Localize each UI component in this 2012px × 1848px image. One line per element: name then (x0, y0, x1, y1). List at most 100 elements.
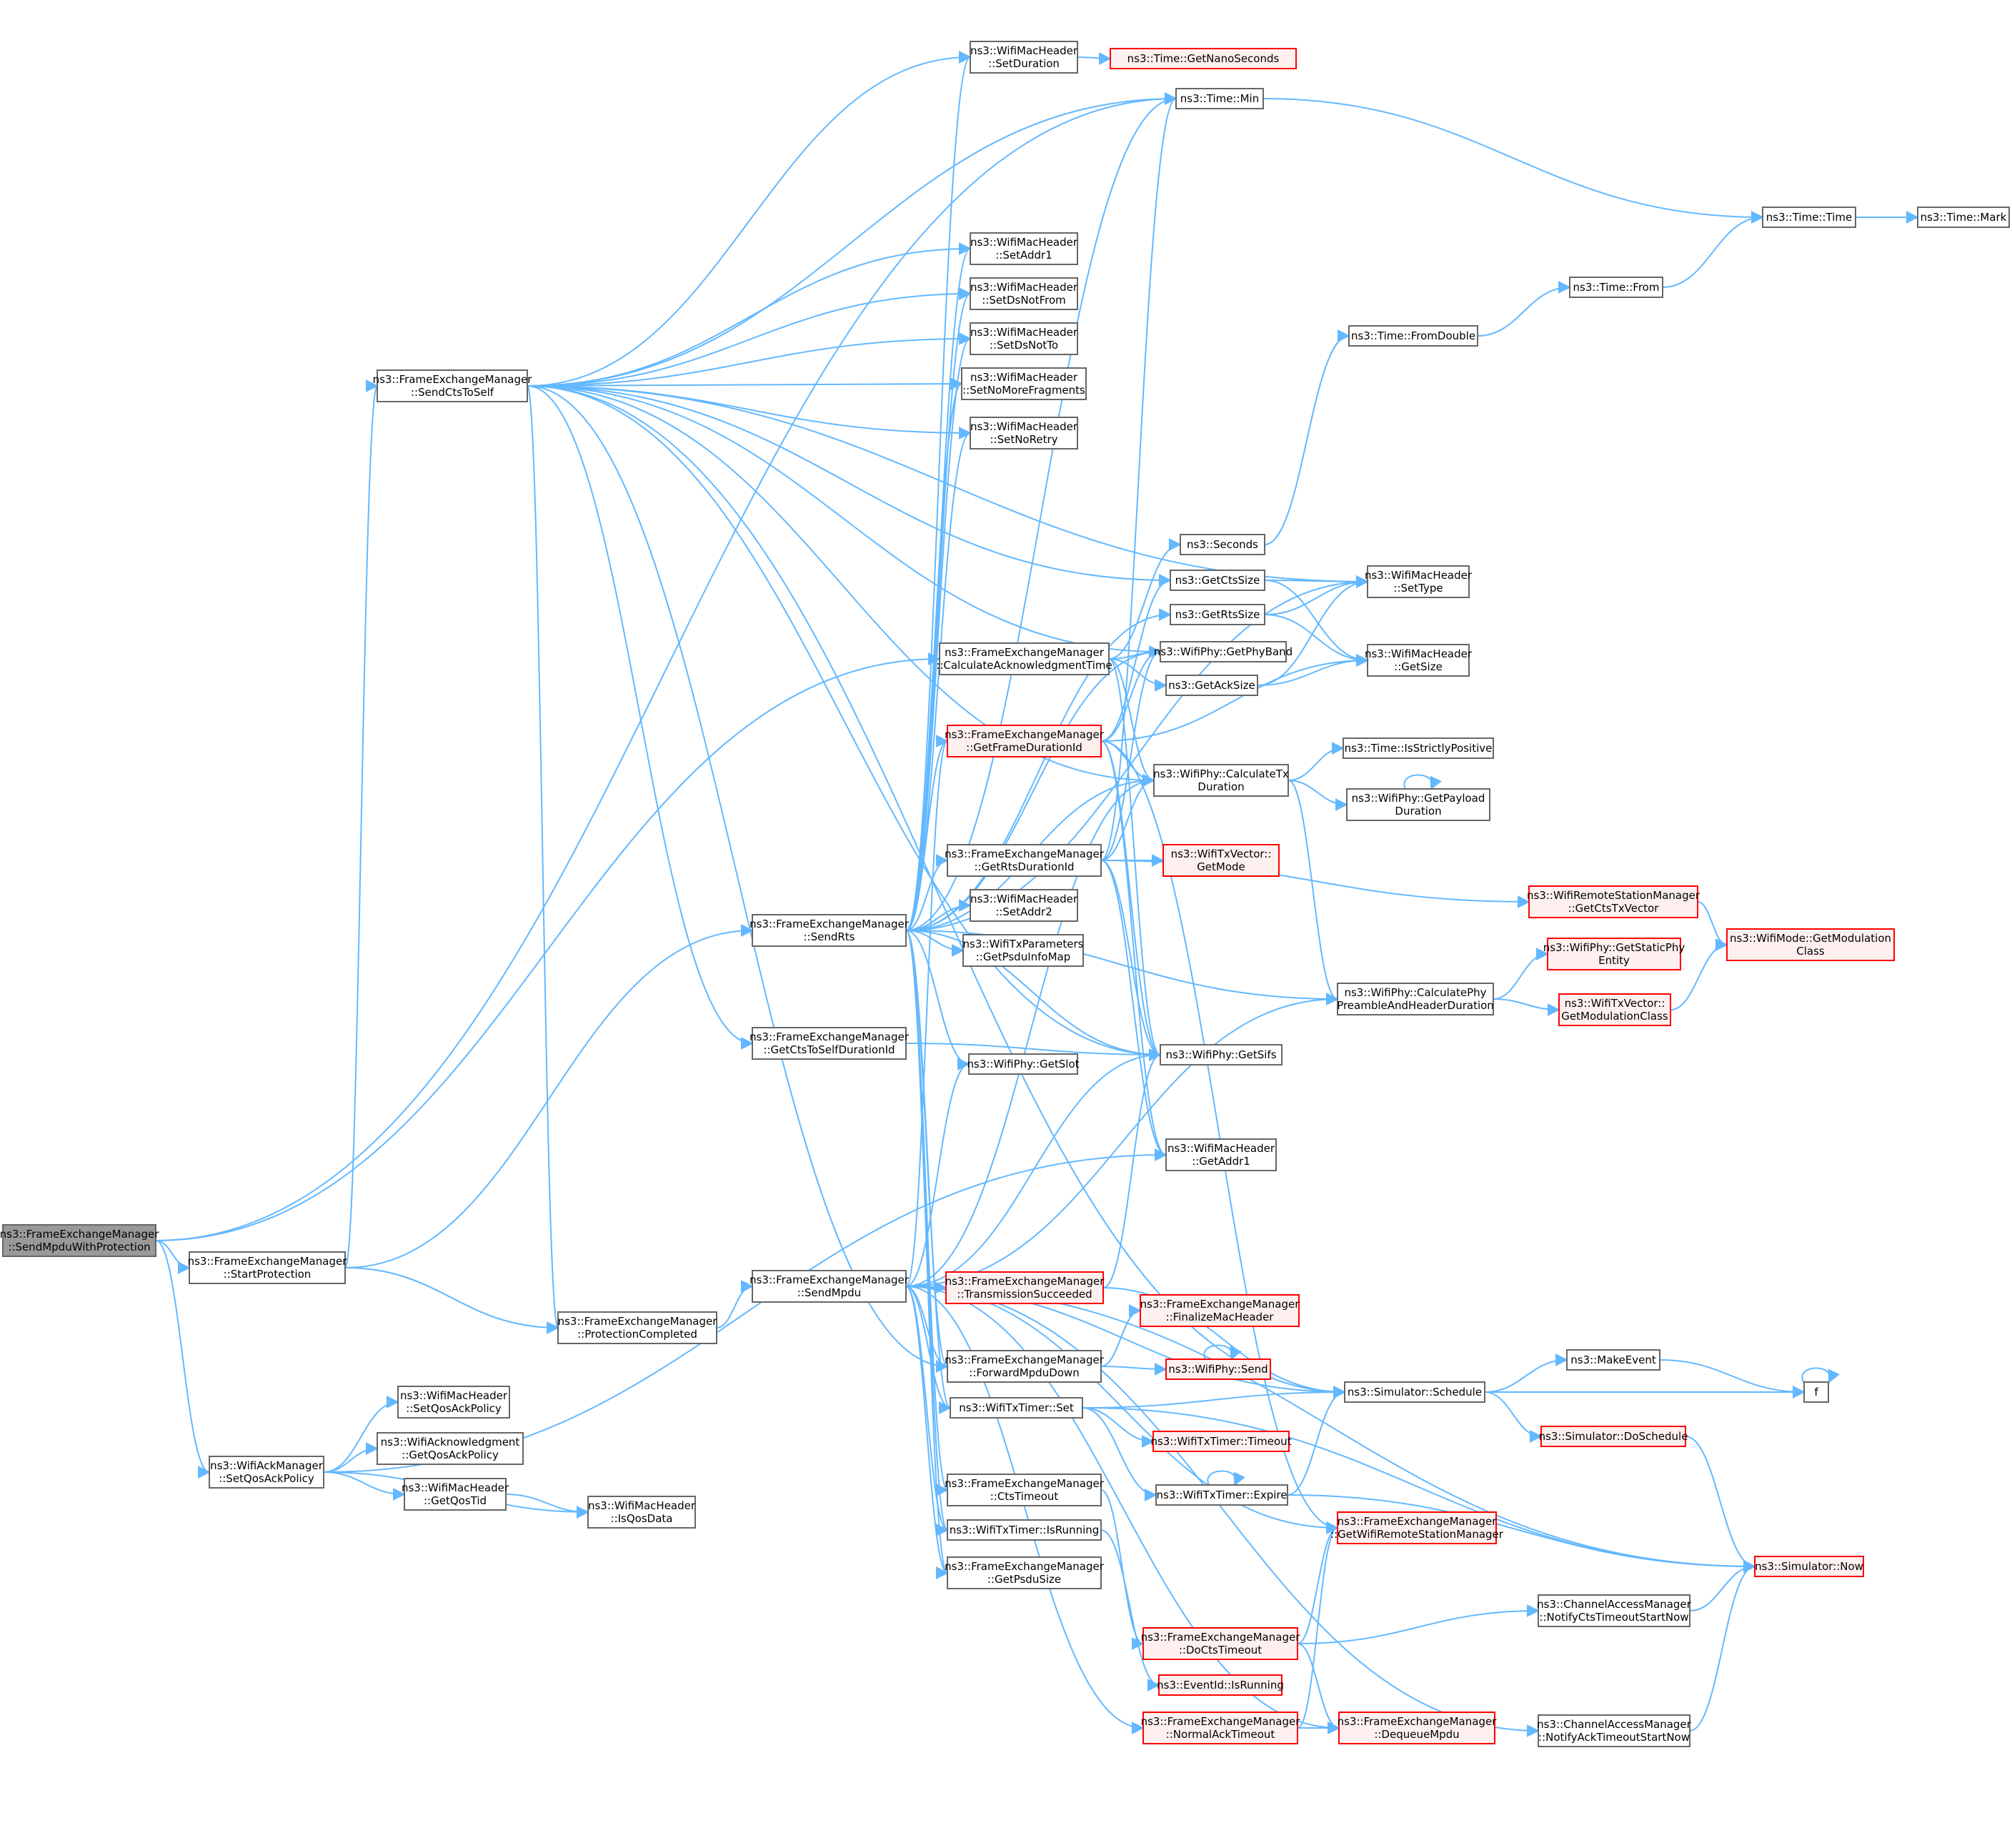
node-setduration[interactable]: ns3::WifiMacHeader::SetDuration (970, 41, 1078, 74)
node-calcpreamble[interactable]: ns3::WifiPhy::CalculatePhyPreambleAndHea… (1337, 983, 1494, 1015)
node-box-setduration[interactable] (970, 41, 1078, 74)
node-transsucc[interactable]: ns3::FrameExchangeManager::TransmissionS… (945, 1271, 1105, 1304)
node-txtimerexpire[interactable]: ns3::WifiTxTimer::Expire (1155, 1484, 1288, 1506)
node-box-seconds[interactable] (1180, 534, 1265, 555)
node-setdsnotto[interactable]: ns3::WifiMacHeader::SetDsNotTo (970, 322, 1078, 355)
node-box-notifyack[interactable] (1538, 1714, 1690, 1747)
node-box-fromdouble[interactable] (1348, 325, 1478, 347)
node-getslot[interactable]: ns3::WifiPhy::GetSlot (967, 1053, 1080, 1075)
node-box-startprot[interactable] (189, 1251, 346, 1284)
node-setdsnotfrom[interactable]: ns3::WifiMacHeader::SetDsNotFrom (970, 277, 1078, 310)
node-getsifs[interactable]: ns3::WifiPhy::GetSifs (1160, 1044, 1283, 1065)
node-getwifiremote[interactable]: ns3::FrameExchangeManager::GetWifiRemote… (1330, 1511, 1504, 1544)
node-box-getsifs[interactable] (1160, 1044, 1283, 1065)
node-box-getacksize[interactable] (1165, 675, 1258, 696)
node-isstrictlypos[interactable]: ns3::Time::IsStrictlyPositive (1343, 737, 1494, 759)
node-box-getrtssize[interactable] (1170, 604, 1265, 625)
node-simschedule[interactable]: ns3::Simulator::Schedule (1344, 1381, 1485, 1403)
node-box-timemark[interactable] (1917, 207, 2010, 228)
node-calcacktime[interactable]: ns3::FrameExchangeManager::CalculateAckn… (936, 642, 1112, 675)
node-box-getpayloaddur[interactable] (1346, 788, 1490, 821)
node-timemark[interactable]: ns3::Time::Mark (1917, 207, 2010, 228)
node-box-eventisrunning[interactable] (1158, 1674, 1283, 1696)
node-box-modegetmodclass[interactable] (1726, 928, 1895, 961)
node-box-timemin[interactable] (1175, 88, 1264, 109)
node-box-txvecgetmodclass[interactable] (1558, 993, 1671, 1026)
node-doschedule[interactable]: ns3::Simulator::DoSchedule (1539, 1426, 1688, 1447)
node-sendmpdu[interactable]: ns3::FrameExchangeManager::SendMpdu (749, 1270, 910, 1303)
node-txvecgetmodclass[interactable]: ns3::WifiTxVector::GetModulationClass (1558, 993, 1671, 1026)
node-timetime[interactable]: ns3::Time::Time (1762, 207, 1856, 228)
node-getctssize[interactable]: ns3::GetCtsSize (1170, 570, 1265, 591)
node-box-getstaticphy[interactable] (1547, 938, 1681, 970)
node-getframedur[interactable]: ns3::FrameExchangeManager::GetFrameDurat… (945, 725, 1105, 757)
node-getrtsdur[interactable]: ns3::FrameExchangeManager::GetRtsDuratio… (945, 844, 1105, 877)
node-box-timetime[interactable] (1762, 207, 1856, 228)
node-box-getrtsdur[interactable] (947, 844, 1102, 877)
node-box-getwifiremote[interactable] (1337, 1511, 1497, 1544)
node-box-simschedule[interactable] (1344, 1381, 1485, 1403)
node-eventisrunning[interactable]: ns3::EventId::IsRunning (1157, 1674, 1284, 1696)
node-getctsselfdur[interactable]: ns3::FrameExchangeManager::GetCtsToSelfD… (749, 1027, 910, 1060)
node-getctstxvector[interactable]: ns3::WifiRemoteStationManager::GetCtsTxV… (1527, 885, 1700, 918)
node-notifyack[interactable]: ns3::ChannelAccessManager::NotifyAckTime… (1537, 1714, 1692, 1747)
node-setaddr2[interactable]: ns3::WifiMacHeader::SetAddr2 (970, 889, 1078, 922)
node-protcompleted[interactable]: ns3::FrameExchangeManager::ProtectionCom… (557, 1311, 718, 1344)
node-sendmpduwp[interactable]: ns3::FrameExchangeManager::SendMpduWithP… (0, 1224, 159, 1257)
node-simnow[interactable]: ns3::Simulator::Now (1754, 1556, 1864, 1577)
node-box-getslot[interactable] (968, 1053, 1078, 1075)
node-box-sendrts[interactable] (752, 914, 907, 947)
node-box-sendctstoself[interactable] (377, 369, 528, 402)
node-box-setaddr2[interactable] (970, 889, 1078, 922)
node-box-setnoretry[interactable] (970, 417, 1078, 449)
node-box-finalizemac[interactable] (1140, 1294, 1300, 1327)
node-box-protcompleted[interactable] (557, 1311, 717, 1344)
node-getqostid[interactable]: ns3::WifiMacHeader::GetQosTid (402, 1478, 509, 1511)
node-modegetmodclass[interactable]: ns3::WifiMode::GetModulationClass (1726, 928, 1895, 961)
node-box-setqosackpolicy[interactable] (209, 1456, 324, 1489)
node-box-doschedule[interactable] (1540, 1426, 1686, 1447)
node-sendrts[interactable]: ns3::FrameExchangeManager::SendRts (749, 914, 910, 947)
node-box-getnanoseconds[interactable] (1110, 48, 1297, 69)
node-box-fwdmpdudown[interactable] (947, 1350, 1102, 1383)
node-box-setdsnotto[interactable] (970, 322, 1078, 355)
node-box-getctstxvector[interactable] (1528, 885, 1698, 918)
node-box-getqosackpolicy[interactable] (377, 1432, 524, 1465)
node-txtimertimeout[interactable]: ns3::WifiTxTimer::Timeout (1150, 1431, 1292, 1452)
node-box-calcpreamble[interactable] (1337, 983, 1494, 1015)
node-box-getframedur[interactable] (947, 725, 1102, 757)
node-setnoretry[interactable]: ns3::WifiMacHeader::SetNoRetry (970, 417, 1078, 449)
node-box-getctssize[interactable] (1170, 570, 1265, 591)
node-box-getpsduinfomap[interactable] (962, 934, 1084, 967)
node-box-settype[interactable] (1367, 565, 1470, 598)
node-box-transsucc[interactable] (945, 1271, 1104, 1304)
node-setqosackpolicy[interactable]: ns3::WifiAckManager::SetQosAckPolicy (209, 1456, 324, 1489)
node-box-makeevent[interactable] (1566, 1349, 1660, 1371)
node-box-physend[interactable] (1165, 1358, 1271, 1380)
node-box-txtimerexpire[interactable] (1155, 1484, 1288, 1506)
node-notifycts[interactable]: ns3::ChannelAccessManager::NotifyCtsTime… (1537, 1594, 1692, 1627)
node-box-getsize[interactable] (1367, 644, 1470, 677)
node-box-getpsdusize[interactable] (947, 1556, 1102, 1589)
node-physend[interactable]: ns3::WifiPhy::Send (1165, 1358, 1271, 1380)
node-box-setnomorefrag[interactable] (961, 367, 1087, 400)
node-box-ctstimeout[interactable] (947, 1474, 1102, 1506)
node-getaddr1[interactable]: ns3::WifiMacHeader::GetAddr1 (1165, 1138, 1277, 1171)
node-getpsdusize[interactable]: ns3::FrameExchangeManager::GetPsduSize (945, 1556, 1105, 1589)
node-txtimerset[interactable]: ns3::WifiTxTimer::Set (950, 1397, 1083, 1419)
node-box-calctxdur[interactable] (1153, 764, 1289, 797)
node-seconds[interactable]: ns3::Seconds (1180, 534, 1265, 555)
node-box-f[interactable] (1803, 1381, 1829, 1403)
node-sendctstoself[interactable]: ns3::FrameExchangeManager::SendCtsToSelf (373, 369, 533, 402)
node-box-setdsnotfrom[interactable] (970, 277, 1078, 310)
node-finalizemac[interactable]: ns3::FrameExchangeManager::FinalizeMacHe… (1140, 1294, 1300, 1327)
node-timemin[interactable]: ns3::Time::Min (1175, 88, 1264, 109)
node-getrtssize[interactable]: ns3::GetRtsSize (1170, 604, 1265, 625)
node-box-timefrom[interactable] (1569, 277, 1663, 298)
node-box-docts[interactable] (1142, 1627, 1298, 1660)
node-f[interactable]: f (1803, 1381, 1829, 1403)
node-ctstimeout[interactable]: ns3::FrameExchangeManager::CtsTimeout (945, 1474, 1105, 1506)
node-box-txtimerset[interactable] (950, 1397, 1083, 1419)
